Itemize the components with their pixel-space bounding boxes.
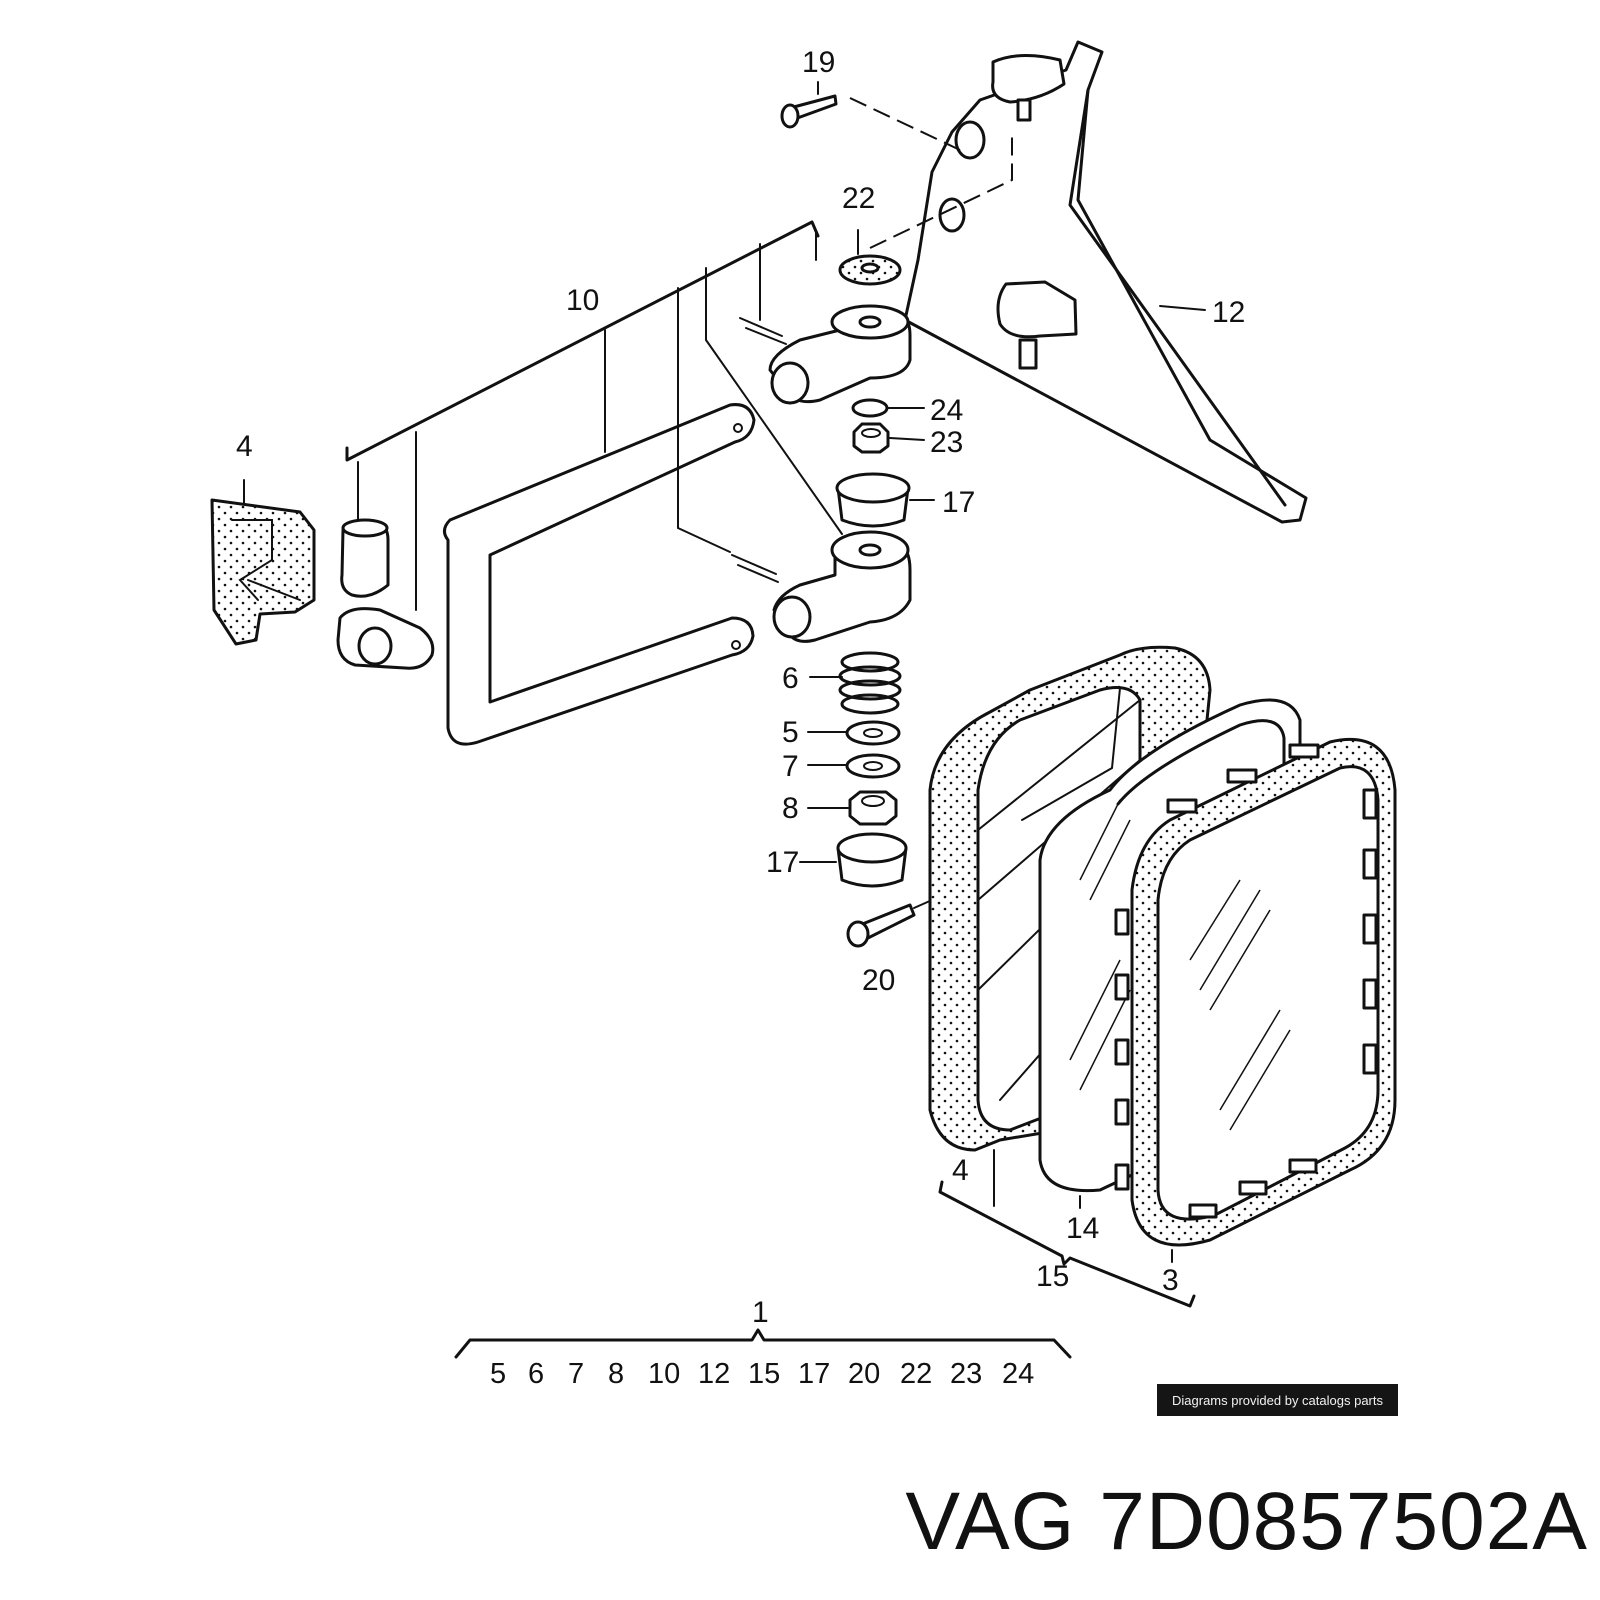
kit-item: 20 [848, 1358, 880, 1390]
callout-1-bracket [454, 1328, 1072, 1359]
kit-item: 10 [648, 1358, 680, 1390]
callout-24: 24 [930, 394, 963, 427]
diagram-credit: Diagrams provided by catalogs parts [1157, 1384, 1398, 1416]
washer-7 [845, 753, 901, 779]
mirror-arm-bracket [903, 40, 1308, 524]
nut-23 [852, 422, 890, 454]
callout-15: 15 [1036, 1260, 1069, 1293]
callout-17-upper: 17 [942, 486, 975, 519]
upper-pivot-hinge [739, 304, 912, 405]
kit-item: 23 [950, 1358, 982, 1390]
callout-14: 14 [1066, 1212, 1099, 1245]
kit-item: 5 [490, 1358, 506, 1390]
screw-19 [780, 94, 961, 151]
clamp-4 [210, 498, 316, 646]
kit-item: 6 [528, 1358, 544, 1390]
bolt-20 [846, 899, 933, 948]
callout-4-housing: 4 [952, 1154, 969, 1187]
callout-5: 5 [782, 716, 799, 749]
washer-5 [845, 720, 901, 746]
callout-7: 7 [782, 750, 799, 783]
callout-8: 8 [782, 792, 799, 825]
kit-item: 7 [568, 1358, 584, 1390]
callout-19: 19 [802, 46, 835, 79]
kit-item: 12 [698, 1358, 730, 1390]
callout-17-lower: 17 [766, 846, 799, 879]
kit-item: 17 [798, 1358, 830, 1390]
mirror-tube-frame [443, 403, 756, 746]
leader-lines [243, 81, 1206, 1263]
washer-22 [838, 135, 1013, 286]
lower-pivot-hinge [731, 530, 912, 643]
callout-10-bracket [345, 220, 843, 611]
callout-15-bracket [938, 1180, 1196, 1308]
callout-labels: 19 22 10 12 24 23 4 17 6 5 7 8 17 20 4 1… [236, 46, 1245, 1329]
callout-6: 6 [782, 662, 799, 695]
tube-clip [336, 607, 435, 670]
washer-24 [851, 398, 889, 418]
callout-3: 3 [1162, 1264, 1179, 1297]
kit-contents-list: 5 6 7 8 10 12 15 17 20 22 23 24 [490, 1358, 1034, 1390]
spring-6 [838, 651, 902, 715]
nut-8 [848, 790, 898, 826]
callout-1: 1 [752, 1296, 769, 1329]
bushing-17-upper [835, 472, 911, 528]
kit-item: 15 [748, 1358, 780, 1390]
callout-22: 22 [842, 182, 875, 215]
mirror-frame-3 [1114, 737, 1397, 1247]
callout-20: 20 [862, 964, 895, 997]
kit-item: 24 [1002, 1358, 1034, 1390]
callout-4-clamp: 4 [236, 430, 253, 463]
callout-23: 23 [930, 426, 963, 459]
kit-item: 22 [900, 1358, 932, 1390]
callout-10: 10 [566, 284, 599, 317]
callout-12: 12 [1212, 296, 1245, 329]
bushing-17-lower [836, 832, 908, 888]
part-number-title: VAG 7D0857502A [905, 1476, 1588, 1567]
kit-item: 8 [608, 1358, 624, 1390]
rubber-sleeve [340, 518, 390, 598]
